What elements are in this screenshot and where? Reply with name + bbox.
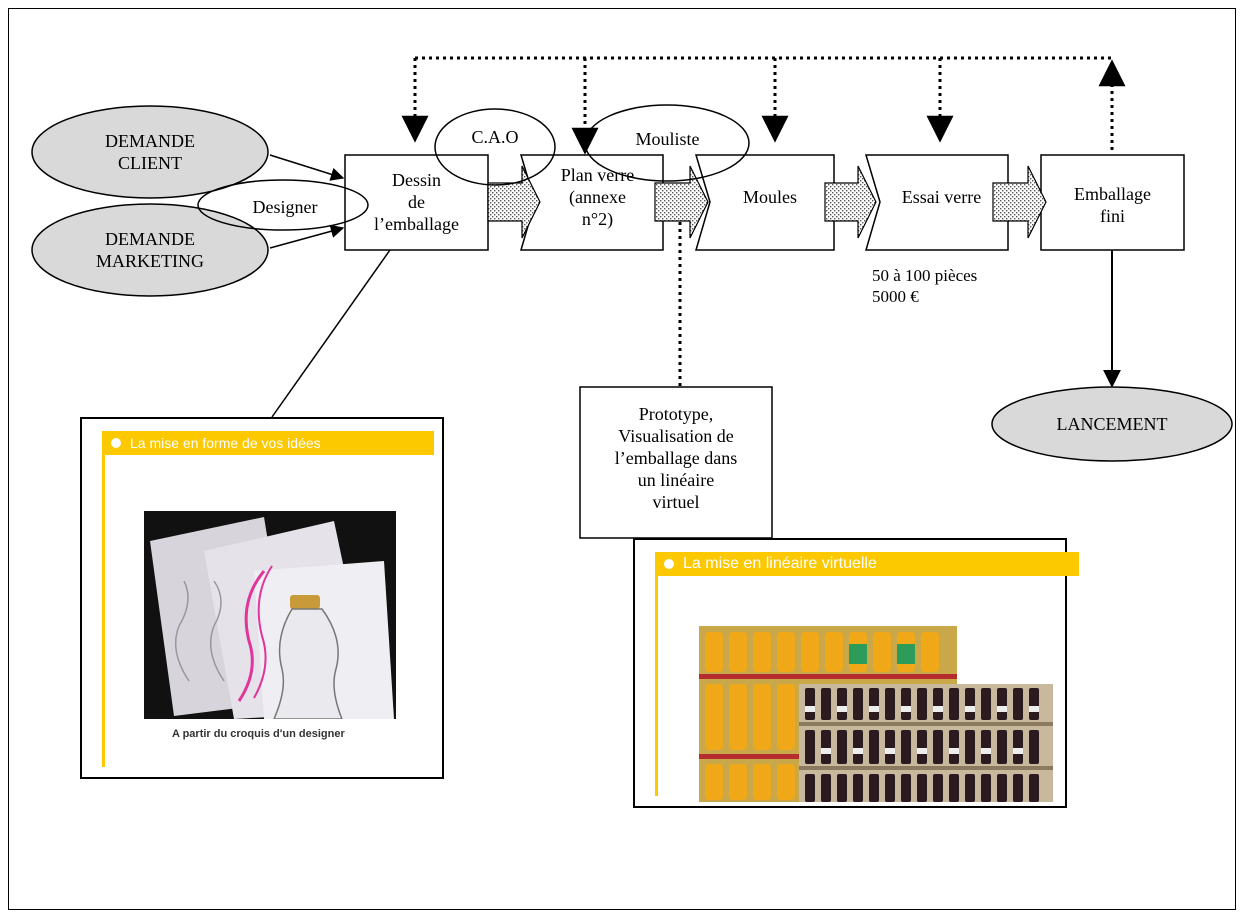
prototype-line1: Prototype, xyxy=(638,404,714,424)
prototype-line2: Visualisation de xyxy=(618,426,734,446)
step-moules-box xyxy=(694,154,835,251)
shelf-image xyxy=(699,626,1053,802)
sketch-panel-title: La mise en forme de vos idées xyxy=(102,431,434,455)
prototype-line4: un linéaire xyxy=(637,470,715,490)
mouliste-ellipse xyxy=(584,104,750,182)
dessin-line1: Dessin xyxy=(392,170,441,190)
demande-marketing-line1: DEMANDE xyxy=(105,229,195,249)
demande-client-line1: DEMANDE xyxy=(105,131,195,151)
cao-ellipse xyxy=(434,108,556,186)
designer-label: Designer xyxy=(252,197,318,217)
connector-arrow xyxy=(487,165,541,239)
shelf-panel: La mise en linéaire virtuelle xyxy=(633,538,1079,808)
feedback-loop xyxy=(401,56,1126,155)
step-essai-box xyxy=(864,154,1009,251)
demande-client-ellipse xyxy=(31,105,269,199)
fini-line2: fini xyxy=(1100,206,1125,226)
essai-note-line1: 50 à 100 pièces xyxy=(872,266,978,285)
essai-label: Essai verre xyxy=(901,187,982,207)
shelf-panel-title-text: La mise en linéaire virtuelle xyxy=(683,555,877,572)
prototype-line3: l’emballage dans xyxy=(614,448,738,468)
connector-arrow xyxy=(992,165,1047,239)
sketch-panel-title-text: La mise en forme de vos idées xyxy=(130,435,321,451)
lancement-label: LANCEMENT xyxy=(1056,414,1168,434)
step-dessin-box xyxy=(344,154,489,251)
cao-label: C.A.O xyxy=(471,127,519,147)
panel-accent-line xyxy=(655,576,658,796)
dessin-line2: de xyxy=(408,192,425,212)
demande-client-line2: CLIENT xyxy=(118,153,182,173)
moules-label: Moules xyxy=(743,187,797,207)
sketch-caption: A partir du croquis d'un designer xyxy=(172,728,345,740)
sketch-image xyxy=(144,511,396,719)
prototype-box xyxy=(579,386,773,539)
sketch-panel: La mise en forme de vos idées A partir d… xyxy=(80,417,444,779)
demande-marketing-line2: MARKETING xyxy=(96,251,204,271)
mouliste-label: Mouliste xyxy=(635,129,700,149)
demande-marketing-ellipse xyxy=(31,203,269,297)
essai-note-line2: 5000 € xyxy=(872,287,919,306)
plan-line1: Plan verre xyxy=(560,165,635,185)
bullet-icon xyxy=(664,559,674,569)
prototype-line5: virtuel xyxy=(652,492,700,512)
plan-line2: (annexe xyxy=(569,187,626,207)
plan-line3: n°2) xyxy=(581,209,614,229)
fini-line1: Emballage xyxy=(1074,184,1151,204)
designer-ellipse xyxy=(197,179,369,231)
bullet-icon xyxy=(111,438,121,448)
panel-accent-line xyxy=(102,455,105,767)
lancement-ellipse xyxy=(991,386,1233,462)
diagram-frame xyxy=(8,8,1236,910)
dessin-line3: l’emballage xyxy=(374,214,459,234)
shelf-panel-title: La mise en linéaire virtuelle xyxy=(655,552,1079,576)
connector-arrow xyxy=(824,165,877,239)
